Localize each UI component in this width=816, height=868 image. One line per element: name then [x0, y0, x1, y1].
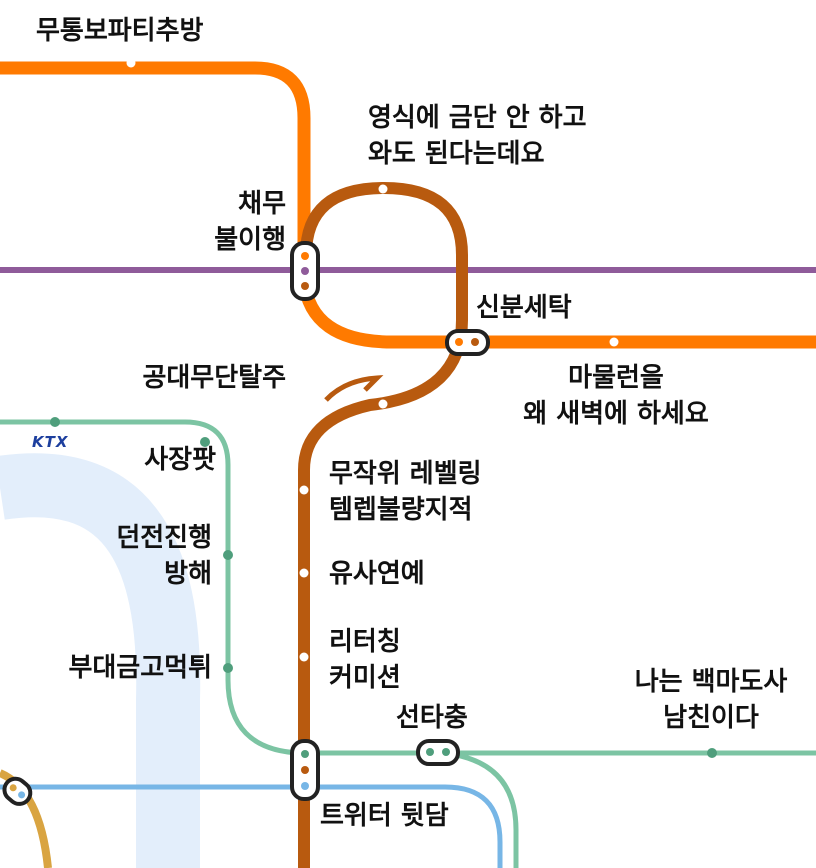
- transfer-chaemu: [290, 241, 320, 301]
- station-label-gongdae: 공대무단탈주: [142, 363, 286, 393]
- station-label-yeongsik: 영식에 금단 안 하고 와도 된다는데요: [368, 103, 587, 169]
- station-label-budae: 부대금고먹튀: [68, 653, 212, 683]
- station-dot-mamul: [609, 337, 619, 347]
- green-line-branch: [441, 750, 519, 868]
- blue-line: [0, 784, 503, 868]
- station-label-chaemu: 채무 불이행: [214, 189, 286, 255]
- station-label-nan: 나는 백마도사 남친이다: [634, 667, 788, 733]
- direction-arrow: [324, 375, 384, 402]
- station-label-deonjeon: 던전진행 방해: [116, 523, 212, 589]
- station-label-sajang: 사장팟: [144, 445, 216, 475]
- station-dot-mutongbo: [126, 58, 136, 68]
- station-label-seonta: 선타충: [396, 703, 468, 733]
- station-dot-mujak: [299, 485, 309, 495]
- gold-line: [0, 769, 52, 868]
- station-label-mamul: 마물런을 왜 새벽에 하세요: [523, 363, 709, 429]
- station-label-rita: 리터칭 커미션: [329, 627, 401, 693]
- station-dot-sajang: [200, 437, 210, 447]
- station-dot-branch: [378, 399, 388, 409]
- transfer-sinbun: [445, 329, 490, 356]
- station-dot-green-1: [50, 417, 60, 427]
- station-dot-yeongsik: [378, 184, 388, 194]
- station-dot-rita: [299, 652, 309, 662]
- ktx-logo: KTX: [32, 433, 69, 451]
- station-dot-deonjeon: [223, 550, 233, 560]
- station-label-yusa: 유사연예: [329, 559, 425, 589]
- station-label-mutongbo: 무통보파티추방: [36, 16, 204, 46]
- river: [0, 453, 201, 868]
- transfer-gold: [2, 776, 33, 806]
- station-label-sinbun: 신분세탁: [476, 293, 572, 323]
- station-label-twitter: 트위터 뒷담: [320, 801, 449, 831]
- station-dot-gongdae: [299, 373, 309, 383]
- transfer-twitter: [290, 739, 320, 801]
- brown-line: [298, 181, 468, 868]
- station-dot-nan: [707, 748, 717, 758]
- station-dot-yusa: [299, 568, 309, 578]
- station-dot-budae: [223, 663, 233, 673]
- station-label-mujak: 무작위 레벨링 템렙불량지적: [329, 459, 482, 525]
- green-line: [0, 419, 816, 756]
- transfer-seonta: [416, 739, 460, 766]
